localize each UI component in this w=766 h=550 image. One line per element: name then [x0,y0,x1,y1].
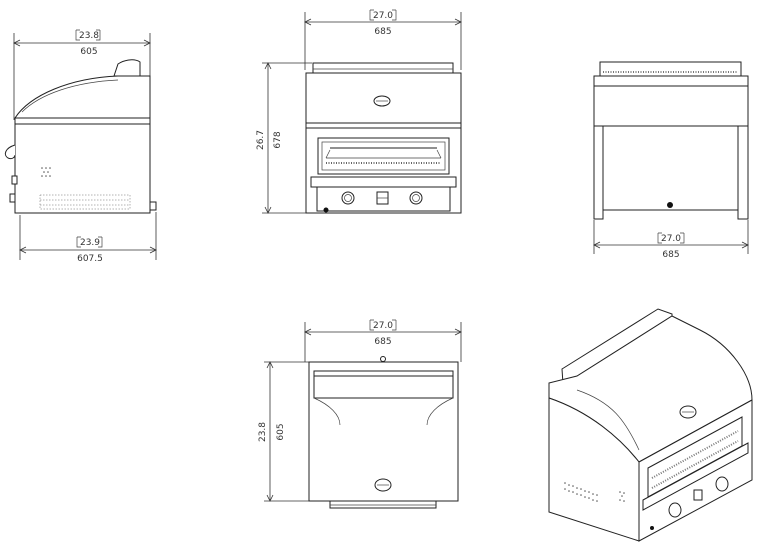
front-left-knob [341,191,355,205]
iso-right-knob [715,476,729,492]
side-small-vents [41,167,51,177]
iso-control-trim [642,442,749,511]
top-hood-curve-right [426,397,454,426]
rear-width-dim-mm: 685 [662,250,679,260]
rear-left-leg [593,125,604,220]
top-hood-curve-left [313,397,341,426]
front-control-trim [310,176,457,188]
iso-side-vents [564,482,625,502]
side-top-dim-mm: 605 [80,47,97,57]
front-left-knob-inner [344,194,352,202]
rear-right-leg [737,125,749,220]
side-top-dim-inch: 23.8 [79,31,99,41]
top-grate [313,370,454,399]
front-width-bracket [369,9,397,21]
top-width-dim-inch: 27.0 [373,321,393,331]
rear-view: 27.0 685 [593,61,749,260]
rear-panel [602,125,739,211]
iso-left-knob [668,502,682,518]
rear-width-dim-inch: 27.0 [661,234,681,244]
top-depth-dim-mm: 605 [276,423,286,440]
side-hood [14,75,151,119]
side-top-bracket [75,29,101,41]
front-indicator-dot [323,207,329,213]
rear-upper-housing [593,75,749,127]
side-vent-grille [39,194,131,210]
isometric-view [548,308,753,542]
front-height-dim-inch: 26.7 [256,130,266,150]
top-vent-nub [380,356,386,362]
top-front-panel [329,500,437,509]
front-broiler-inner [321,141,446,171]
side-rear-foot [149,201,157,211]
top-view: 27.0 685 23.8 605 [258,319,462,509]
side-hood-curve [21,79,119,113]
side-bottom-dim-inch: 23.9 [80,238,100,248]
side-control-nub [9,193,16,203]
iso-switch [693,489,703,501]
rear-port-dot [667,202,673,208]
rear-top-grate [599,61,742,77]
top-width-bracket [369,319,397,331]
side-body [14,117,151,214]
iso-hood-ridge [576,389,640,451]
front-rack [325,149,442,159]
front-view: 27.0 685 26.7 678 [256,9,462,214]
front-width-dim-mm: 685 [374,27,391,37]
front-right-knob-inner [412,194,420,202]
side-view: 23.8 605 23.9 607.5 [4,29,157,264]
side-bottom-dim-mm: 607.5 [77,254,103,264]
side-hood-handle [113,59,141,77]
side-bottom-bracket [76,236,103,248]
iso-indicator-dot [650,526,654,530]
front-right-knob [409,191,423,205]
front-width-dim-inch: 27.0 [373,11,393,21]
top-width-dim-mm: 685 [374,337,391,347]
top-depth-dim-inch: 23.8 [258,422,268,442]
front-broiler-opening [317,137,450,175]
side-control-nub [11,175,18,185]
side-knob-profile [4,144,16,160]
front-height-dim-mm: 678 [273,131,283,148]
front-top-grate [312,62,454,74]
rear-width-bracket [657,232,685,244]
